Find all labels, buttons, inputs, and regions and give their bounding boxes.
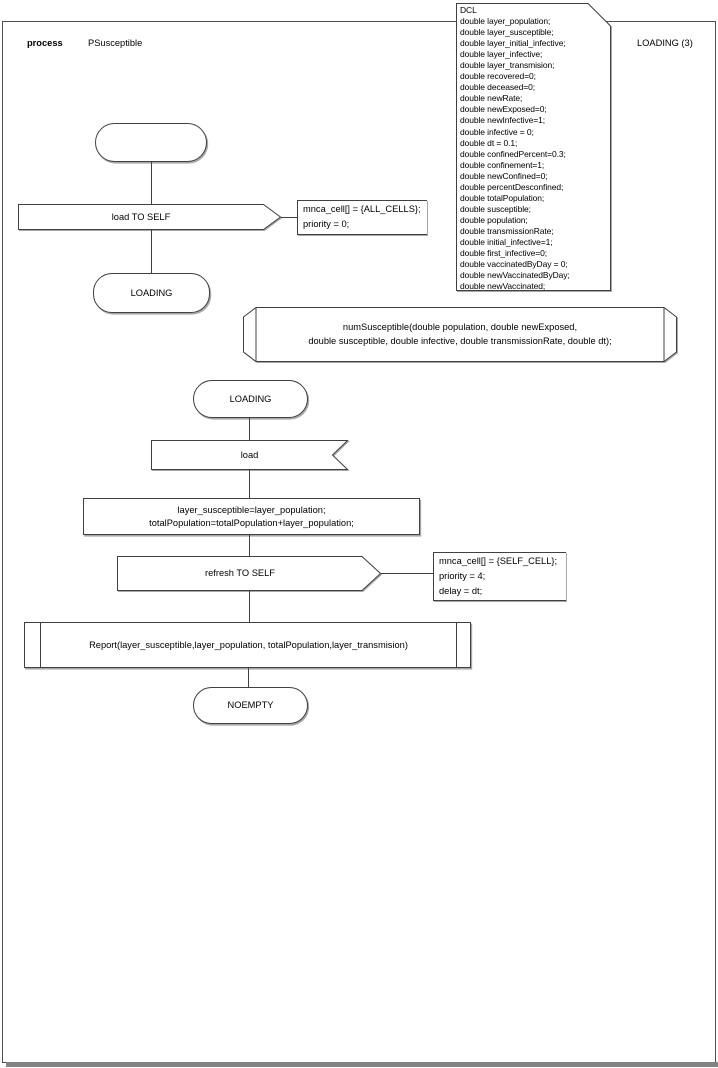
connector-line	[249, 418, 250, 440]
page-shadow	[6, 1062, 718, 1067]
state-symbol-noempty[interactable]: NOEMPTY	[193, 687, 308, 724]
connector-line	[151, 162, 152, 204]
note-shape	[456, 3, 611, 291]
output-shape	[18, 204, 282, 230]
state-symbol-loading-1[interactable]: LOADING	[93, 273, 210, 313]
procedure-signature-symbol[interactable]: numSusceptible(double population, double…	[243, 307, 677, 362]
comment-symbol-self-cell[interactable]: mnca_cell[] = {SELF_CELL}; priority = 4;…	[433, 552, 566, 601]
output-symbol-load-to-self[interactable]: load TO SELF	[18, 204, 282, 230]
comment-connector-line	[281, 217, 297, 218]
procedure-call-edge-line	[456, 623, 457, 667]
comment-text: mnca_cell[] = {ALL_CELLS}; priority = 0;	[303, 204, 421, 229]
dcl-note-symbol[interactable]: DCL double layer_population; double laye…	[456, 3, 611, 291]
diagram-type-label: process	[27, 38, 63, 48]
dcl-note-text: DCL double layer_population; double laye…	[460, 5, 570, 292]
task-symbol-assignments[interactable]: layer_susceptible=layer_population; tota…	[83, 498, 420, 535]
procedure-call-edge-line	[40, 623, 41, 667]
connector-line	[248, 668, 249, 687]
procedure-call-label: Report(layer_susceptible,layer_populatio…	[89, 639, 408, 650]
output-shape	[117, 556, 382, 591]
comment-text: mnca_cell[] = {SELF_CELL}; priority = 4;…	[439, 556, 558, 596]
connector-line	[249, 591, 250, 622]
procedure-signature-text: numSusceptible(double population, double…	[308, 322, 612, 346]
connector-line	[151, 230, 152, 273]
process-name: PSusceptible	[88, 38, 143, 48]
page-label: LOADING (3)	[637, 38, 693, 48]
output-symbol-refresh-to-self[interactable]: refresh TO SELF	[117, 556, 382, 591]
comment-bracket-shape	[433, 552, 566, 601]
output-label: refresh TO SELF	[205, 568, 275, 578]
input-symbol-load[interactable]: load	[151, 440, 349, 470]
input-label: load	[240, 449, 259, 460]
comment-symbol-all-cells[interactable]: mnca_cell[] = {ALL_CELLS}; priority = 0;	[297, 200, 427, 235]
comment-connector-line	[381, 573, 433, 574]
state-symbol-loading-2[interactable]: LOADING	[193, 380, 308, 418]
procedure-signature-shape	[243, 307, 677, 362]
input-shape	[151, 440, 349, 470]
start-symbol[interactable]	[95, 123, 207, 162]
procedure-call-symbol-report[interactable]: Report(layer_susceptible,layer_populatio…	[24, 622, 471, 668]
output-label: load TO SELF	[111, 211, 171, 222]
comment-bracket-shape	[297, 200, 427, 235]
connector-line	[249, 470, 250, 498]
connector-line	[249, 535, 250, 556]
